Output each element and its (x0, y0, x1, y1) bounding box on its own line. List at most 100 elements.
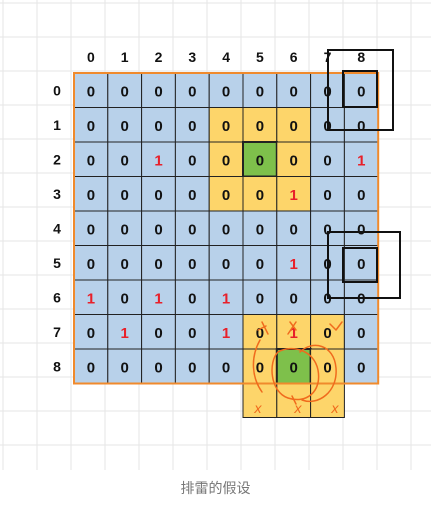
cell-value: 0 (87, 359, 95, 376)
board-cell (242, 141, 278, 178)
board-cell (242, 314, 278, 350)
cell-value: 0 (256, 152, 264, 169)
cell-value: 0 (188, 325, 196, 342)
cell-value: 0 (121, 118, 129, 135)
marker-box (327, 49, 394, 131)
board-cell (343, 72, 379, 108)
marker-box (327, 231, 401, 299)
cell-value: 0 (154, 118, 162, 135)
board-cell (174, 107, 210, 143)
cell-value: 0 (323, 359, 331, 376)
cell-value: 0 (256, 221, 264, 238)
board-cell (141, 314, 176, 350)
cell-value: 0 (357, 83, 365, 100)
cell-value: 0 (256, 118, 264, 135)
board-cell (107, 314, 143, 350)
board-cell (107, 72, 143, 108)
annotation-stroke (257, 321, 269, 335)
cell-value: 0 (121, 221, 129, 238)
board-cell (73, 245, 109, 281)
annotation-stroke (252, 339, 263, 393)
cell-value: 0 (323, 152, 331, 169)
cell-value: 0 (188, 152, 196, 169)
row-label: 0 (53, 82, 61, 98)
cell-value: 0 (87, 325, 95, 342)
row-label: 1 (53, 117, 61, 133)
cell-value: 0 (188, 187, 196, 204)
cell-value: 0 (256, 83, 264, 100)
cell-value: 0 (323, 187, 331, 204)
row-label: 4 (53, 220, 61, 236)
board-cell (208, 72, 244, 108)
column-label: 1 (121, 49, 129, 65)
board-cell (107, 141, 143, 177)
cell-value: 0 (154, 83, 162, 100)
board-cell (141, 107, 176, 143)
marker-box (342, 247, 378, 283)
cell-value: 0 (290, 83, 298, 100)
cell-value: 0 (256, 290, 264, 307)
row-label: 3 (53, 186, 61, 202)
board-cell (107, 279, 143, 315)
board-cell (208, 245, 244, 281)
column-label: 2 (155, 49, 163, 65)
cell-value: 0 (87, 118, 95, 135)
x-mark: x (330, 402, 339, 417)
cell-value: 0 (256, 325, 264, 342)
cell-value: 0 (188, 290, 196, 307)
cell-value: 0 (87, 256, 95, 273)
cell-value: 0 (121, 83, 129, 100)
cell-value: 0 (188, 118, 196, 135)
board-cell (242, 72, 278, 108)
cell-value: 0 (87, 187, 95, 204)
cell-value: 0 (121, 256, 129, 273)
cell-value: 0 (154, 187, 162, 204)
cell-value: 0 (121, 359, 129, 376)
marker-box (342, 70, 378, 108)
cell-value: 0 (188, 256, 196, 273)
annotation-stroke (287, 321, 297, 335)
column-label: 4 (222, 49, 230, 65)
board-cell (208, 176, 244, 212)
cell-value: 0 (121, 290, 129, 307)
board-cell (141, 72, 176, 108)
board-border (73, 72, 380, 385)
cell-value: 1 (290, 256, 298, 273)
cell-value: 0 (290, 359, 298, 376)
cell-value: 1 (154, 152, 162, 169)
cell-value: 0 (290, 118, 298, 135)
board-cell (141, 141, 176, 177)
column-label: 6 (290, 49, 298, 65)
board-cell (107, 245, 143, 281)
board-cell (343, 107, 379, 143)
board-cell (141, 245, 176, 281)
cell-value: 0 (357, 118, 365, 135)
board-cell (107, 210, 143, 246)
cell-value: 0 (87, 83, 95, 100)
cell-value: 1 (87, 290, 95, 307)
board-cell (107, 176, 143, 212)
cell-value: 0 (121, 152, 129, 169)
cell-value: 0 (323, 325, 331, 342)
cell-value: 0 (357, 221, 365, 238)
black-marker-boxes (327, 49, 401, 299)
figure-caption: 排雷的假设 (180, 481, 251, 497)
row-label: 8 (53, 358, 61, 374)
board-cell (242, 245, 278, 281)
cell-value: 1 (154, 290, 162, 307)
cell-value: 0 (188, 359, 196, 376)
cell-value: 1 (121, 325, 129, 342)
cell-value: 0 (222, 152, 230, 169)
cell-value: 0 (188, 83, 196, 100)
cell-value: 0 (154, 359, 162, 376)
board-cell (141, 279, 176, 315)
board-cell (174, 210, 210, 246)
cell-value: 0 (154, 325, 162, 342)
row-label: 5 (53, 255, 61, 271)
cell-value: 0 (323, 221, 331, 238)
column-label: 3 (188, 49, 196, 65)
